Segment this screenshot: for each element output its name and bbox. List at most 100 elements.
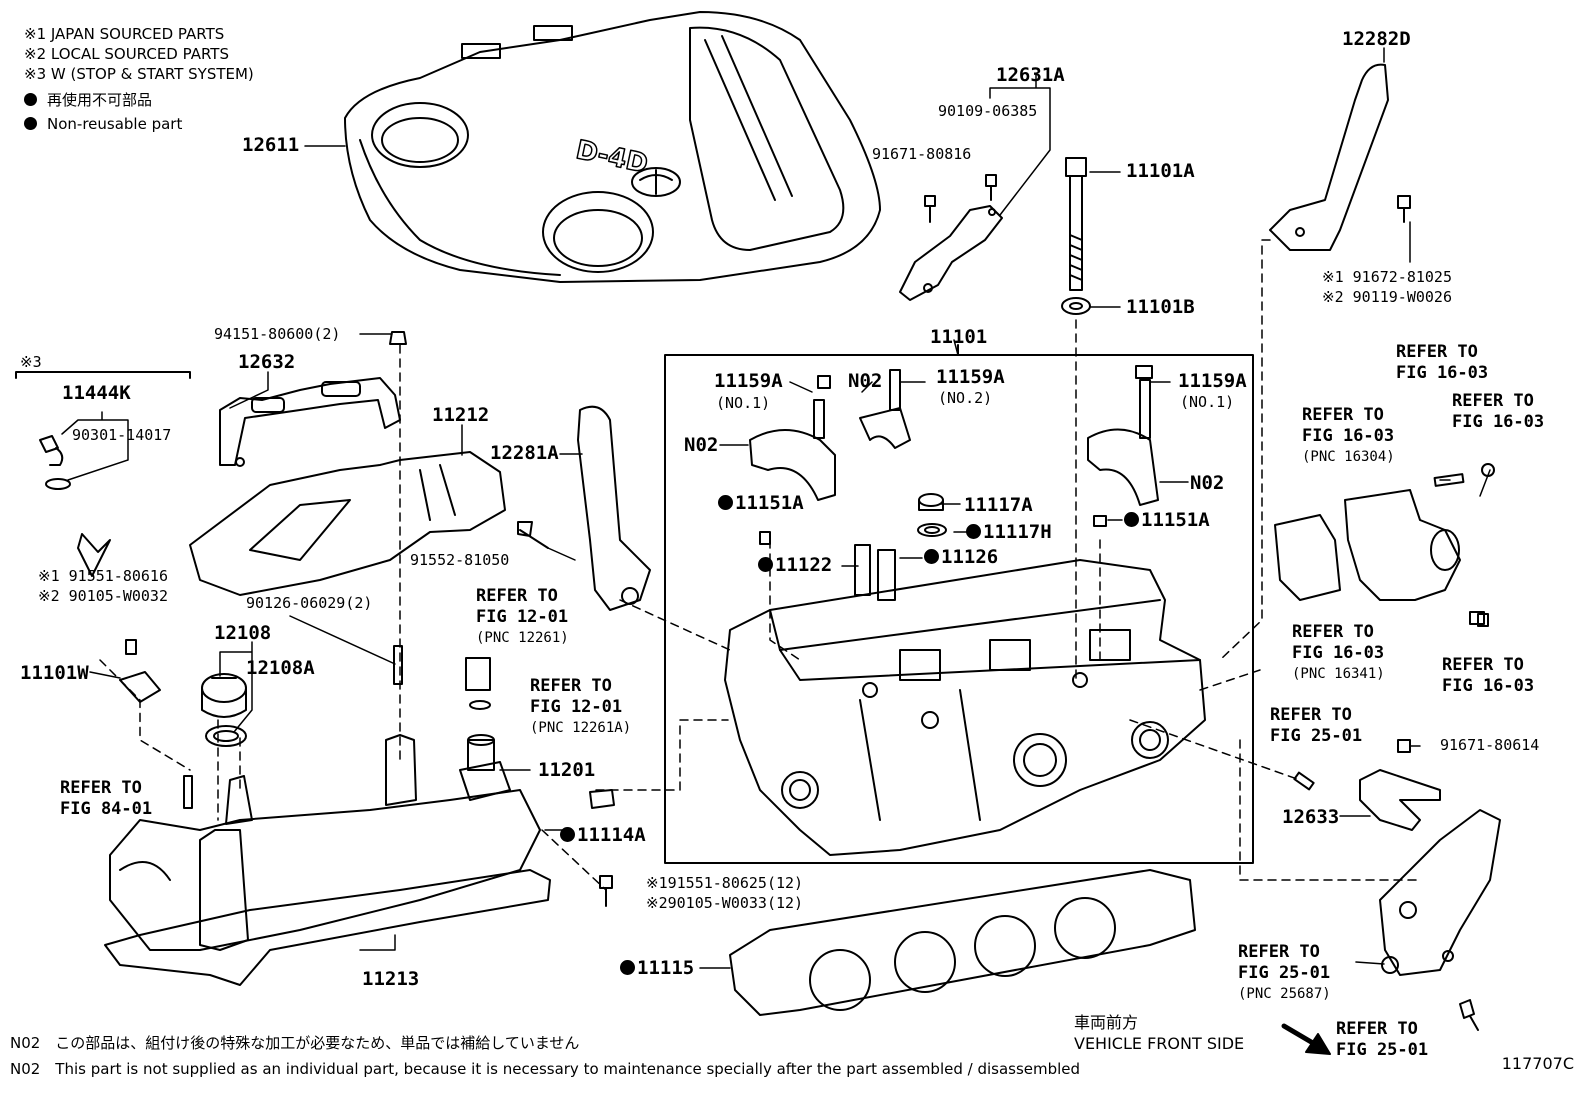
- part-label-91671-80614[interactable]: 91671-80614: [1440, 736, 1540, 754]
- legend-local-sourced: ※2 LOCAL SOURCED PARTS: [24, 45, 229, 63]
- part-label-91671-80816[interactable]: 91671-80816: [872, 145, 972, 163]
- head-gasket-drawing: [729, 869, 1196, 1016]
- non-reusable-dot-icon: [924, 549, 939, 564]
- part-label-11212[interactable]: 11212: [432, 404, 490, 426]
- engine-cover-drawing: D-4D: [344, 11, 881, 283]
- refer-fig-16-03-bottom[interactable]: REFER TO FIG 16-03: [1442, 655, 1535, 696]
- svg-text:D-4D: D-4D: [573, 135, 650, 179]
- part-label-n02-left[interactable]: N02: [684, 434, 719, 456]
- cylinder-head-cover-drawing: [109, 734, 541, 951]
- bracket-12633-drawing: [1359, 739, 1501, 1031]
- part-label-w-stop-start-mark: ※3: [20, 353, 42, 371]
- part-label-11159a-no2[interactable]: 11159A: [936, 366, 1005, 388]
- engine-hanger-12281a-drawing: [517, 405, 651, 611]
- stud-drawing: [183, 645, 1315, 809]
- non-reusable-dot-icon: [1124, 512, 1139, 527]
- legend-non-reusable-jp: 再使用不可部品: [47, 91, 153, 109]
- part-label-12282d[interactable]: 12282D: [1342, 28, 1411, 50]
- non-reusable-dot-icon: [718, 495, 733, 510]
- part-label-12108a[interactable]: 12108A: [246, 657, 315, 679]
- legend: ※1 JAPAN SOURCED PARTS ※2 LOCAL SOURCED …: [24, 24, 254, 134]
- part-label-11114a[interactable]: 11114A: [560, 826, 646, 845]
- refer-fig-25-01-top[interactable]: REFER TO FIG 25-01: [1270, 705, 1363, 746]
- water-outlet-drawing: [1274, 463, 1495, 625]
- part-label-11122[interactable]: 11122: [758, 556, 832, 575]
- non-reusable-dot-icon: [758, 557, 773, 572]
- part-label-90301-14017[interactable]: 90301-14017: [72, 426, 172, 444]
- refer-fig-16-03-pnc-16341[interactable]: REFER TO FIG 16-03 (PNC 16341): [1292, 622, 1385, 682]
- oil-filler-cap-drawing: [119, 639, 247, 747]
- part-label-12108[interactable]: 12108: [214, 622, 272, 644]
- vehicle-front-side-label: 車両前方 VEHICLE FRONT SIDE: [1074, 1013, 1245, 1053]
- part-label-11101a[interactable]: 11101A: [1126, 160, 1195, 182]
- refer-fig-16-03-pnc-16304[interactable]: REFER TO FIG 16-03 (PNC 16304): [1302, 405, 1395, 465]
- refer-fig-16-03-right[interactable]: REFER TO FIG 16-03: [1452, 391, 1545, 432]
- part-label-n02-top[interactable]: N02: [848, 370, 883, 392]
- part-label-91672-81025[interactable]: ※1 91672-81025: [1322, 268, 1452, 286]
- legend-stop-start: ※3 W (STOP & START SYSTEM): [24, 65, 254, 83]
- refer-fig-16-03-top[interactable]: REFER TO FIG 16-03: [1396, 342, 1489, 383]
- note-n02-en: N02 This part is not supplied as an indi…: [10, 1060, 1081, 1078]
- cover-insulator-11212-drawing: [189, 451, 506, 596]
- oil-filler-plug-drawing: [15, 371, 191, 577]
- part-label-91552-81050[interactable]: 91552-81050: [410, 551, 510, 569]
- illustration-number: 117707C: [1501, 1054, 1574, 1073]
- part-label-91551-80616[interactable]: ※1 91551-80616: [38, 567, 168, 585]
- vehicle-front-arrow: [1281, 1023, 1331, 1055]
- part-label-11101b[interactable]: 11101B: [1126, 296, 1195, 318]
- bearing-caps-drawing: [749, 365, 1159, 506]
- part-label-11115[interactable]: 11115: [620, 959, 694, 978]
- head-bolt-drawing: [1061, 157, 1091, 315]
- part-label-11159a-no2-sub: (NO.2): [938, 389, 993, 407]
- part-label-11444k[interactable]: 11444K: [62, 382, 131, 404]
- non-reusable-dot-icon: [620, 960, 635, 975]
- part-label-11159a-no1-right-sub: (NO.1): [1180, 393, 1235, 411]
- part-label-11126[interactable]: 11126: [924, 548, 998, 567]
- part-label-91551-80625[interactable]: ※191551-80625(12): [646, 874, 804, 892]
- non-reusable-dot-icon: [24, 117, 37, 130]
- non-reusable-dot-icon: [24, 93, 37, 106]
- part-label-11201[interactable]: 11201: [538, 759, 596, 781]
- refer-fig-84-01[interactable]: REFER TO FIG 84-01: [60, 778, 153, 819]
- ventilation-case-drawing: [465, 657, 495, 771]
- refer-fig-25-01-bottom[interactable]: REFER TO FIG 25-01: [1336, 1019, 1429, 1060]
- engine-hanger-12282d-drawing: [1269, 63, 1411, 251]
- note-n02-jp: N02 この部品は、組付け後の特殊な加工が必要なため、単品では補給していません: [10, 1034, 580, 1052]
- leader-lines: [61, 47, 1491, 969]
- refer-fig-12-01-pnc-12261[interactable]: REFER TO FIG 12-01 (PNC 12261): [476, 586, 569, 646]
- part-label-11117h[interactable]: 11117H: [966, 523, 1052, 542]
- cylinder-head-drawing: [724, 559, 1206, 856]
- part-label-11101w[interactable]: 11101W: [20, 662, 89, 684]
- legend-non-reusable-en: Non-reusable part: [47, 115, 183, 133]
- part-label-12281a[interactable]: 12281A: [490, 442, 559, 464]
- refer-fig-12-01-pnc-12261a[interactable]: REFER TO FIG 12-01 (PNC 12261A): [530, 676, 632, 736]
- part-label-90126-06029[interactable]: 90126-06029(2): [246, 594, 373, 612]
- part-label-90119-w0026[interactable]: ※2 90119-W0026: [1322, 288, 1452, 306]
- part-label-12633[interactable]: 12633: [1282, 806, 1340, 828]
- head-cover-gasket-drawing: [104, 869, 551, 986]
- non-reusable-dot-icon: [560, 827, 575, 842]
- part-label-11101[interactable]: 11101: [930, 326, 988, 348]
- part-label-11151a-left[interactable]: 11151A: [718, 494, 804, 513]
- part-label-11151a-right[interactable]: 11151A: [1124, 511, 1210, 530]
- refer-fig-25-01-pnc-25687[interactable]: REFER TO FIG 25-01 (PNC 25687): [1238, 942, 1331, 1002]
- part-label-90105-w0033[interactable]: ※290105-W0033(12): [646, 894, 804, 912]
- small-parts-drawing: [589, 493, 1107, 809]
- part-label-n02-right[interactable]: N02: [1190, 472, 1225, 494]
- part-label-90109-06385[interactable]: 90109-06385: [938, 102, 1038, 120]
- part-label-12631a[interactable]: 12631A: [996, 64, 1065, 86]
- part-label-11159a-no1-left-sub: (NO.1): [716, 394, 771, 412]
- non-reusable-dot-icon: [966, 524, 981, 539]
- part-label-12611[interactable]: 12611: [242, 134, 300, 156]
- part-label-11159a-no1-left[interactable]: 11159A: [714, 370, 783, 392]
- bolt-drawings: [599, 613, 1489, 907]
- part-label-12632[interactable]: 12632: [238, 351, 296, 373]
- part-label-11159a-no1-right[interactable]: 11159A: [1178, 370, 1247, 392]
- part-label-11213[interactable]: 11213: [362, 968, 420, 990]
- part-label-94151-80600[interactable]: 94151-80600(2): [214, 325, 341, 343]
- legend-japan-sourced: ※1 JAPAN SOURCED PARTS: [24, 25, 225, 43]
- part-label-90105-w0032[interactable]: ※2 90105-W0032: [38, 587, 168, 605]
- part-label-11117a[interactable]: 11117A: [964, 494, 1033, 516]
- leader-dashed-lines: [99, 239, 1421, 891]
